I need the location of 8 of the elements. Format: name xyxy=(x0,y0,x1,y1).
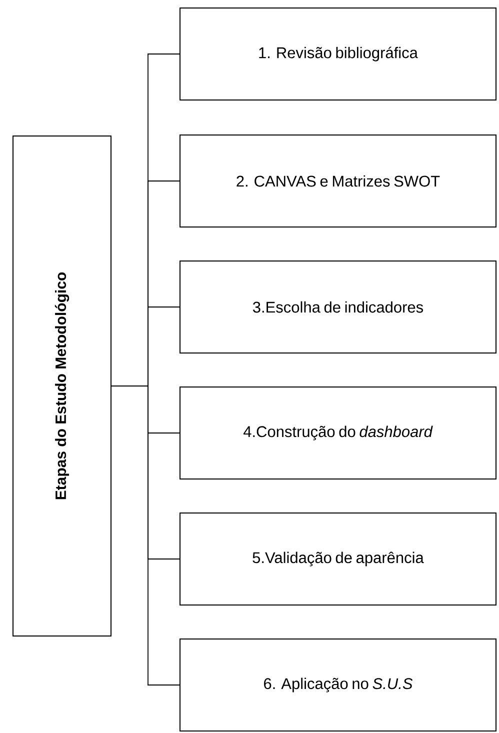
step-box: 6. Aplicação no S.U.S xyxy=(180,638,496,732)
step-box: 2. CANVAS e Matrizes SWOT xyxy=(180,134,496,228)
step-box: 1. Revisão bibliográfica xyxy=(180,8,496,100)
step-box: 3.Escolha de indicadores xyxy=(180,260,496,354)
stage-title-box: Etapas do Estudo Metodológico xyxy=(12,136,112,636)
connector xyxy=(111,386,180,686)
step-box: 5.Validação de aparência xyxy=(180,512,496,606)
step-box: 4.Construção do dashboard xyxy=(180,386,496,480)
